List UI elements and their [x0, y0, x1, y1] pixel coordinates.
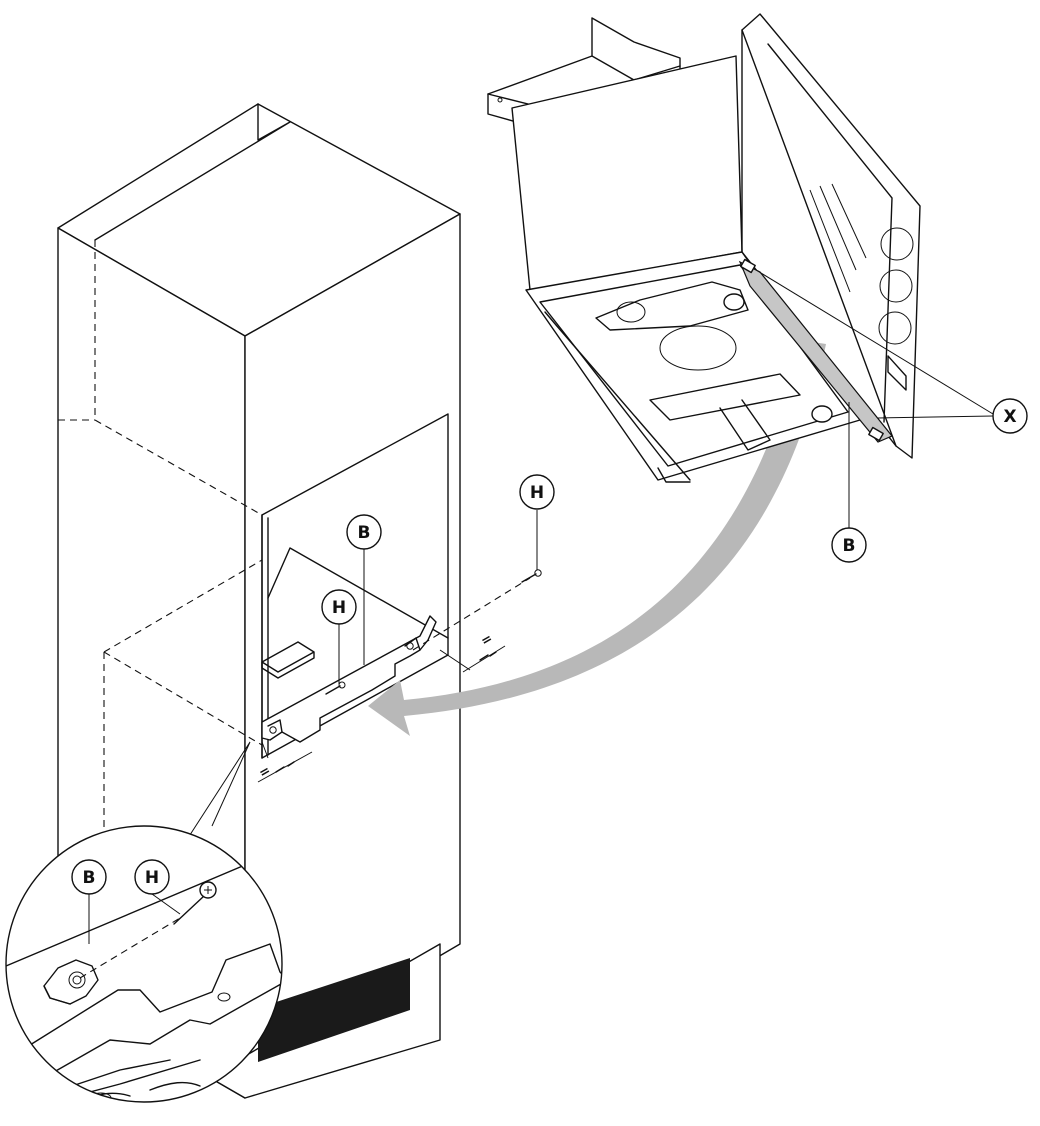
svg-text:B: B [843, 536, 856, 556]
detail-magnifier [5, 741, 283, 1103]
equal-mark-right: = [479, 631, 496, 649]
svg-text:X: X [1003, 407, 1016, 427]
appliance-door-assembly [487, 13, 921, 483]
leader-x-2 [877, 415, 994, 419]
svg-text:B: B [83, 868, 96, 888]
leader-x-1 [755, 269, 994, 415]
leader-h-detail [151, 893, 181, 915]
callout-b-detail: B [71, 859, 107, 895]
svg-text:H: H [530, 483, 544, 503]
callout-h-top: H [519, 474, 555, 510]
svg-text:H: H [145, 868, 159, 888]
bracket-installed [261, 615, 437, 743]
callout-b-door: B [831, 527, 867, 563]
callout-h-detail: H [134, 859, 170, 895]
move-bracket-arrow [368, 340, 826, 736]
screw-path-upper [412, 577, 531, 651]
vent-grille-shape [258, 958, 410, 1062]
callout-b-niche: B [346, 514, 382, 550]
callout-x: X [992, 398, 1028, 434]
callout-h-niche: H [321, 589, 357, 625]
svg-text:B: B [358, 523, 371, 543]
screw-upper [521, 569, 542, 583]
svg-text:H: H [332, 598, 346, 618]
